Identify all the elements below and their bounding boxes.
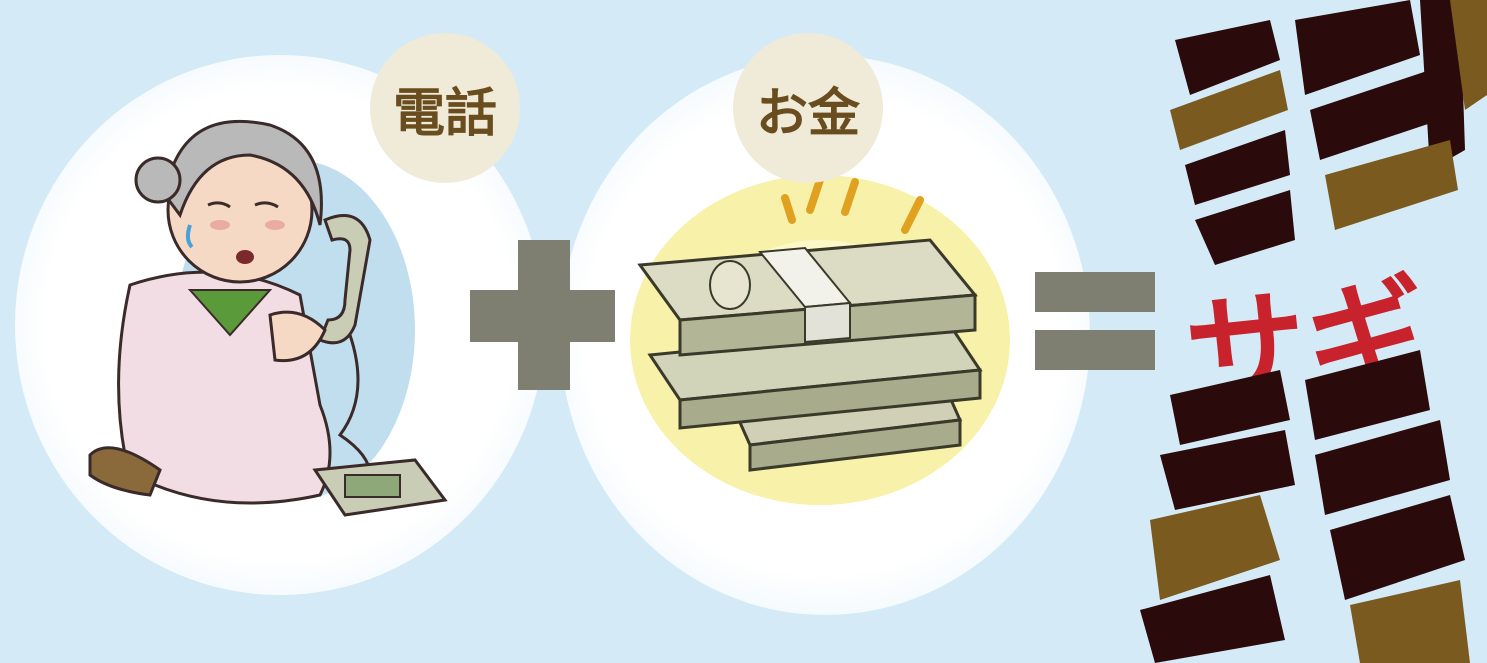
scam-kanji-top-label: 詐 [1120, 0, 1121, 1]
equals-icon [1035, 272, 1155, 312]
scam-kanji-bottom [1140, 350, 1470, 663]
phone-label-bubble: 電話 [370, 33, 520, 183]
money-label: お金 [755, 83, 860, 144]
money-stacks-illustration [630, 175, 1010, 505]
scam-lettering: サギ 詐 欺 [1120, 0, 1487, 663]
scam-kanji-top [1170, 0, 1487, 265]
phone-label: 電話 [392, 83, 497, 144]
plus-icon-vertical [518, 240, 570, 390]
money-label-bubble: お金 [733, 33, 883, 183]
equals-icon-bottom [1035, 330, 1155, 370]
elderly-woman-on-phone-illustration [88, 119, 448, 517]
scam-kanji-bottom-label: 欺 [1120, 0, 1121, 1]
